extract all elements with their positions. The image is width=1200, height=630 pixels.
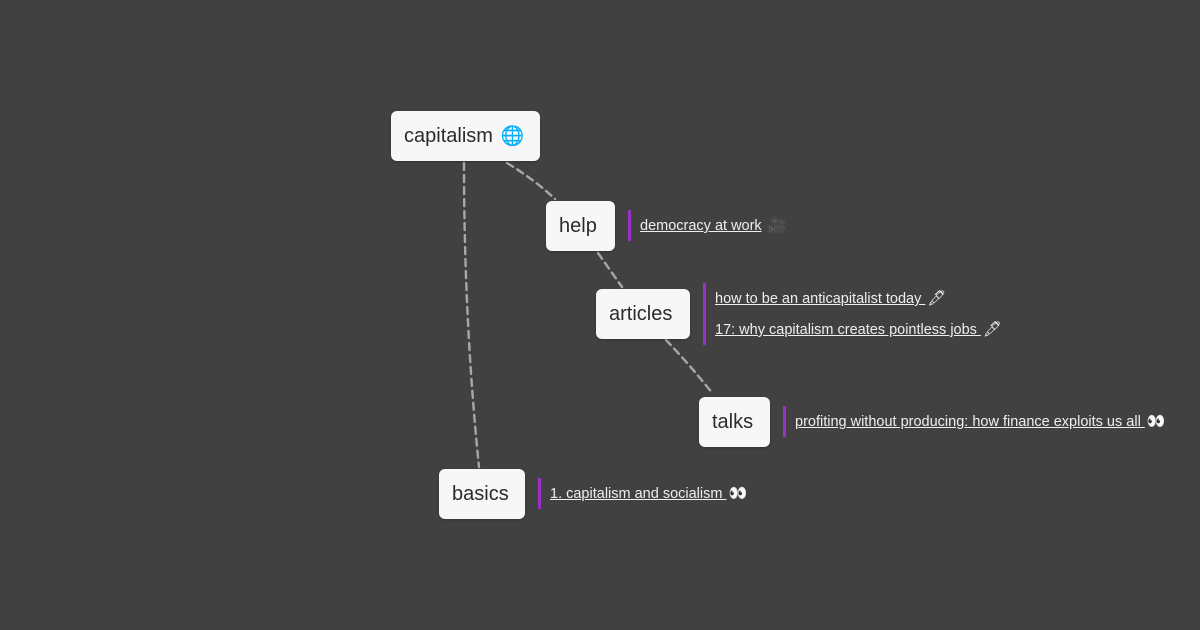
edge-help-articles [596,251,624,289]
edge-capitalism-help [505,161,557,201]
node-basics-label: basics [452,483,509,505]
eyes-icon: 👀 [728,485,748,502]
link-democracy-at-work[interactable]: democracy at work [640,218,762,234]
link-profiting-without-producing[interactable]: profiting without producing: how finance… [795,414,1145,430]
edge-articles-talks [664,338,715,396]
node-capitalism[interactable]: capitalism 🌐 [391,111,540,161]
link-item[interactable]: how to be an anticapitalist today 🖋 [715,283,1002,314]
node-articles[interactable]: articles [596,289,690,339]
video-camera-icon: 🎥 [767,217,787,234]
eyes-icon: 👀 [1146,413,1166,430]
link-item[interactable]: 1. capitalism and socialism 👀 [550,478,747,509]
link-how-to-be-an-anticapitalist[interactable]: how to be an anticapitalist today [715,291,926,307]
links-articles: how to be an anticapitalist today 🖋 17: … [703,283,1002,345]
edge-capitalism-basics [462,161,481,469]
pen-icon: 🖋 [927,290,947,307]
pen-icon: 🖋 [982,321,1003,338]
node-capitalism-label: capitalism [404,125,493,147]
node-help-label: help [559,215,597,237]
links-basics: 1. capitalism and socialism 👀 [538,478,747,509]
node-talks[interactable]: talks [699,397,770,447]
node-articles-label: articles [609,303,673,325]
link-pointless-jobs[interactable]: 17: why capitalism creates pointless job… [715,322,981,338]
node-talks-label: talks [712,411,754,433]
link-capitalism-and-socialism[interactable]: 1. capitalism and socialism [550,486,727,502]
node-help[interactable]: help [546,201,615,251]
links-help: democracy at work 🎥 [628,210,786,241]
node-basics[interactable]: basics [439,469,525,519]
link-item[interactable]: democracy at work 🎥 [640,210,786,241]
globe-icon: 🌐 [500,126,525,147]
link-item[interactable]: 17: why capitalism creates pointless job… [715,314,1002,345]
links-talks: profiting without producing: how finance… [783,406,1166,437]
link-item[interactable]: profiting without producing: how finance… [795,406,1166,437]
